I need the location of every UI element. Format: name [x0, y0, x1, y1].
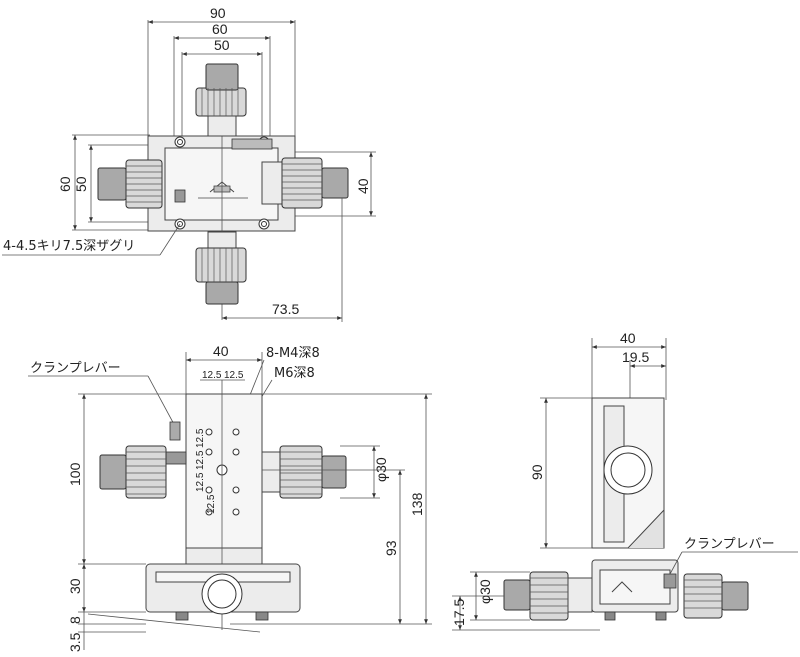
side-view: 40 19.5 90 — [451, 330, 798, 631]
top-view: 90 60 50 60 50 40 — [2, 5, 376, 322]
dim-12-5-d: 12.5 — [195, 450, 206, 470]
side-dim-40: 40 — [620, 330, 636, 346]
dim-73-5: 73.5 — [272, 301, 299, 317]
dim-17-5: 17.5 — [451, 599, 467, 626]
dim-right-40: 40 — [355, 178, 371, 194]
dim-left-60: 60 — [57, 176, 73, 192]
dim-90: 90 — [210, 5, 226, 21]
dim-12-5-c: 12.5 — [195, 428, 206, 448]
dim-12-5-e: 12.5 — [195, 472, 206, 492]
m6-note: M6深8 — [274, 366, 315, 381]
dim-30: 30 — [67, 578, 83, 594]
dim-100: 100 — [67, 462, 83, 486]
front-view: 40 12.5 12.5 8-M4深8 M6深8 クランプレバー 12.5 12… — [28, 343, 432, 652]
tap-note: 8-M4深8 — [266, 346, 320, 361]
dim-12-5-b: 12.5 — [224, 370, 244, 381]
dim-19-5: 19.5 — [622, 349, 649, 365]
side-dim-90: 90 — [529, 464, 545, 480]
bottom-micrometer-knob — [195, 247, 247, 283]
side-right-knob — [683, 573, 723, 619]
dim-60: 60 — [212, 21, 228, 37]
front-right-knob — [279, 445, 323, 499]
front-left-knob — [125, 445, 167, 499]
dim-phi30: φ30 — [373, 457, 389, 482]
dim-93: 93 — [383, 540, 399, 556]
dim-12-5-f: 12.5 — [206, 494, 217, 514]
dim-50: 50 — [214, 37, 230, 53]
dim-8: 8 — [67, 616, 83, 624]
front-lever-note: クランプレバー — [30, 361, 121, 376]
side-lever-note: クランプレバー — [684, 537, 775, 552]
front-dim-40: 40 — [213, 343, 229, 359]
dim-3-5: 3.5 — [67, 632, 83, 652]
dim-left-50: 50 — [73, 176, 89, 192]
side-dim-phi30: φ30 — [477, 579, 493, 604]
hole-note: 4-4.5キリ7.5深ザグリ — [3, 239, 135, 254]
dim-12-5-a: 12.5 — [202, 370, 222, 381]
top-micrometer-knob — [195, 87, 247, 117]
dim-138: 138 — [409, 492, 425, 516]
tap-hole-grid — [205, 428, 240, 516]
right-micrometer-knob — [281, 157, 323, 209]
